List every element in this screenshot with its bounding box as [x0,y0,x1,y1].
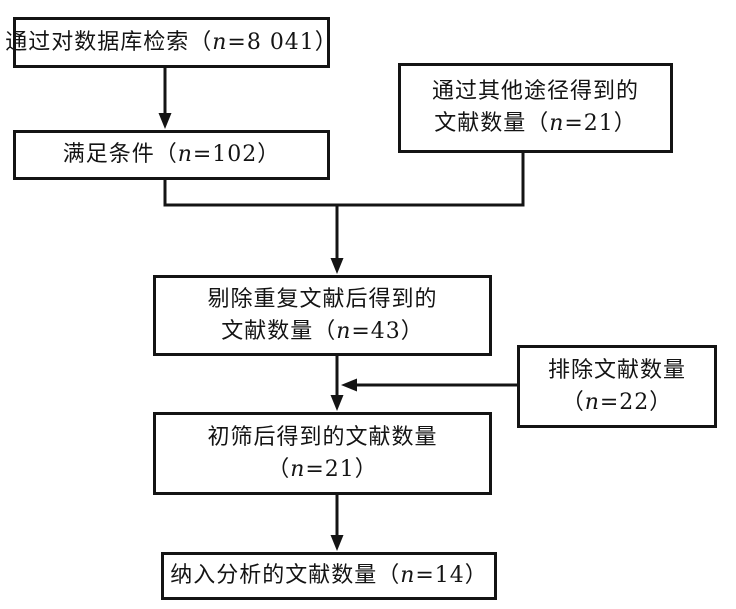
box-excluded: 排除文献数量 （n=22） [517,345,717,428]
box-included-in-analysis-text: 纳入分析的文献数量（n=14） [170,563,488,589]
arrow-excluded-to-flow [341,378,517,392]
n-variable: n [336,318,352,344]
box-after-deduplication-text-line1: 剔除重复文献后得到的 [207,286,438,312]
box-after-initial-screening-text-line1: 初筛后得到的文献数量 [207,424,438,450]
arrow-merge-to-dedup [330,205,344,274]
n-variable: n [177,142,193,168]
box-other-sources-text-line2: 文献数量（n=21） [434,111,637,136]
box-after-deduplication-text-line2: 文献数量（n=43） [221,318,424,344]
box-database-search-text: 通过对数据库检索（n=8 041） [5,29,338,55]
box-excluded-text-line1: 排除文献数量 [547,357,686,383]
box-included-in-analysis: 纳入分析的文献数量（n=14） [161,552,497,600]
box-other-sources-text-line1: 通过其他途径得到的 [431,79,639,105]
n-variable: n [290,456,306,482]
box-after-initial-screening: 初筛后得到的文献数量 （n=21） [153,412,492,495]
n-variable: n [549,111,565,136]
box-excluded-text-line2: （n=22） [561,389,673,415]
arrow-dedup-to-screening [330,356,344,411]
n-variable: n [400,563,416,589]
box-criteria-met-text: 满足条件（n=102） [62,142,281,168]
n-variable: n [584,389,600,415]
arrow-screening-to-included [330,495,344,551]
box-criteria-met: 满足条件（n=102） [13,130,330,180]
box-after-deduplication: 剔除重复文献后得到的 文献数量（n=43） [153,275,492,356]
box-after-initial-screening-text-line2: （n=21） [267,456,378,482]
n-variable: n [212,29,228,55]
box-database-search: 通过对数据库检索（n=8 041） [5,17,337,68]
arrow-database-to-criteria [158,68,172,129]
box-other-sources: 通过其他途径得到的 文献数量（n=21） [398,63,673,153]
